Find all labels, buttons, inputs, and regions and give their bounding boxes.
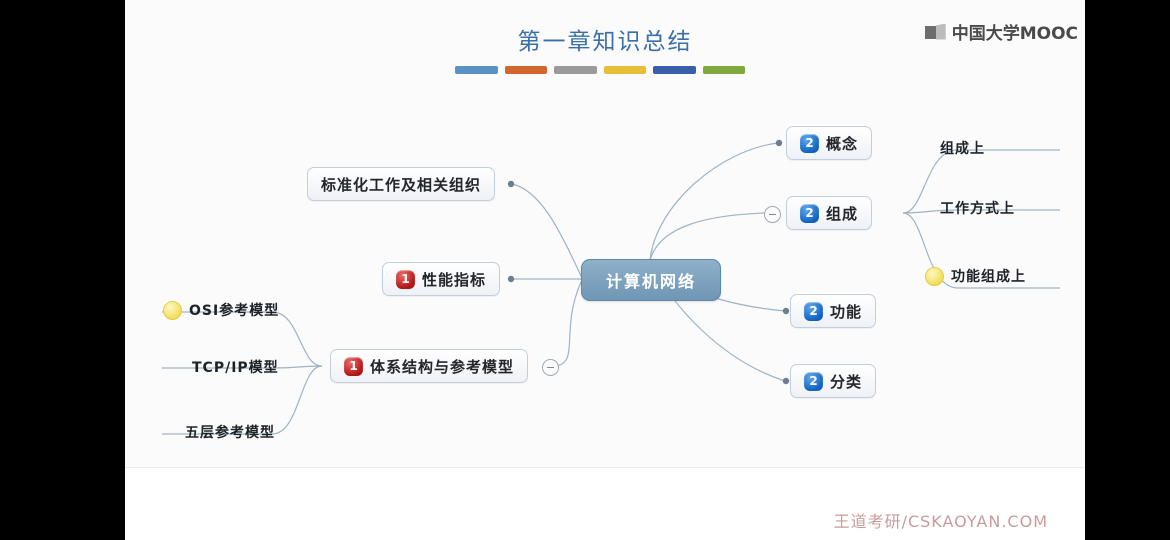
node-performance-metrics[interactable]: 1 性能指标 [382, 262, 501, 296]
badge-icon-2: 2 [800, 203, 819, 223]
leaf-five-layer-model-label: 五层参考模型 [185, 425, 275, 441]
node-classification[interactable]: 2 分类 [790, 364, 877, 398]
badge-icon-1: 1 [396, 269, 415, 289]
yellow-dot-icon [163, 300, 182, 320]
leaf-composition-aspect[interactable]: 组成上 [940, 138, 985, 158]
letterbox-left [0, 0, 125, 540]
collapse-toggle-architecture[interactable] [542, 359, 559, 376]
leaf-functional-composition-aspect-label: 功能组成上 [951, 269, 1026, 285]
accent-bar-1 [455, 66, 498, 74]
node-architecture-reference-model[interactable]: 1 体系结构与参考模型 [330, 349, 529, 383]
node-function-label: 功能 [830, 302, 863, 321]
node-function[interactable]: 2 功能 [790, 294, 877, 328]
leaf-tcpip-model[interactable]: TCP/IP模型 [192, 357, 279, 377]
accent-bar-group [455, 66, 745, 74]
badge-icon-1: 1 [344, 356, 363, 376]
mindmap-center-node[interactable]: 计算机网络 [581, 259, 721, 301]
node-architecture-reference-model-label: 体系结构与参考模型 [370, 357, 515, 376]
node-concept-label: 概念 [826, 134, 859, 153]
badge-icon-2: 2 [804, 371, 823, 391]
node-standardization-label: 标准化工作及相关组织 [321, 175, 482, 194]
center-node-label: 计算机网络 [605, 272, 696, 291]
mooc-logo: 中国大学MOOC [924, 19, 1078, 44]
leaf-osi-model-label: OSI参考模型 [189, 303, 280, 319]
node-composition[interactable]: 2 组成 [786, 196, 873, 230]
node-standardization[interactable]: 标准化工作及相关组织 [307, 167, 496, 201]
accent-bar-5 [653, 66, 696, 74]
accent-bar-3 [554, 66, 597, 74]
node-composition-label: 组成 [826, 204, 859, 223]
watermark: 王道考研/CSKAOYAN.COM [833, 512, 1048, 531]
letterbox-right [1085, 0, 1170, 540]
accent-bar-4 [603, 66, 646, 74]
leaf-osi-model[interactable]: OSI参考模型 [163, 300, 279, 320]
page-title: 第一章知识总结 [125, 22, 1085, 56]
badge-icon-2: 2 [800, 133, 819, 153]
leaf-five-layer-model[interactable]: 五层参考模型 [185, 422, 275, 442]
node-classification-label: 分类 [830, 372, 863, 391]
cube-icon [924, 23, 947, 40]
accent-bar-2 [504, 66, 547, 74]
accent-bar-6 [702, 66, 745, 74]
collapse-toggle-composition[interactable] [764, 206, 781, 223]
node-concept[interactable]: 2 概念 [786, 126, 873, 160]
yellow-dot-icon [925, 266, 944, 286]
leaf-composition-aspect-label: 组成上 [940, 141, 985, 157]
leaf-tcpip-model-label: TCP/IP模型 [192, 360, 279, 376]
node-performance-metrics-label: 性能指标 [422, 270, 487, 289]
leaf-functional-composition-aspect[interactable]: 功能组成上 [925, 266, 1026, 286]
mooc-logo-text: 中国大学MOOC [951, 24, 1078, 44]
leaf-working-mode-aspect[interactable]: 工作方式上 [940, 198, 1015, 218]
page-title-text: 第一章知识总结 [517, 29, 693, 55]
badge-icon-2: 2 [804, 301, 823, 321]
leaf-working-mode-aspect-label: 工作方式上 [940, 201, 1015, 217]
